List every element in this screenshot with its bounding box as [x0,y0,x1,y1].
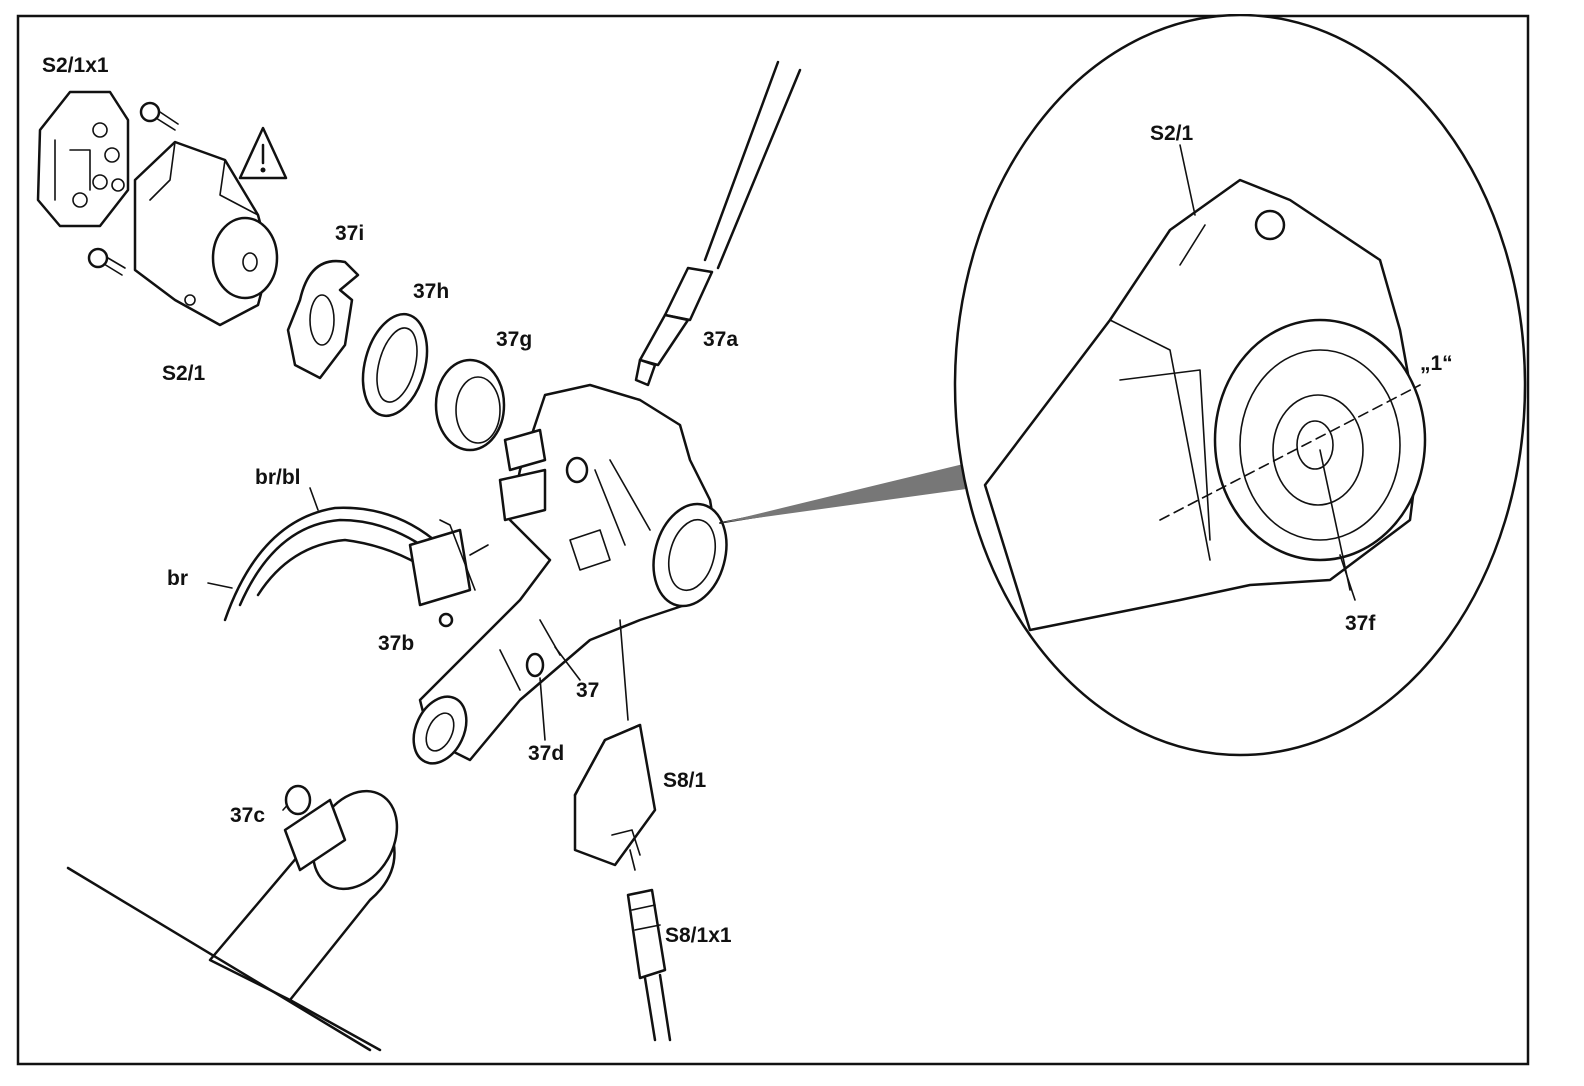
detail-view [953,14,1527,757]
wire-harness [223,506,442,622]
label-37a: 37a [703,328,738,351]
callout-wedge [720,460,988,523]
connector-s2-1x1 [36,90,130,228]
label-37h: 37h [413,280,449,303]
label-wire-br-bl: br/bl [255,466,301,489]
label-37c: 37c [230,804,265,827]
label-detail-mark-1: „1“ [1420,352,1453,375]
hose-outline-right [288,998,382,1052]
switch-s8-1 [573,723,657,867]
warning-triangle-icon [238,126,288,180]
screw-top [139,101,179,131]
label-detail-37f: 37f [1345,612,1376,635]
part-37g [434,358,506,452]
leader-lines [207,487,636,871]
screw-bottom [87,247,126,276]
label-s2-1: S2/1 [162,362,206,385]
label-s8-1x1: S8/1x1 [665,924,732,947]
connector-s8-1x1 [626,888,672,1042]
part-37b [408,519,489,628]
part-37i [286,259,360,380]
housing-37 [412,383,728,765]
hose-outline-left [66,866,372,1052]
label-s2-1x1: S2/1x1 [42,54,109,77]
part-37a [634,60,802,387]
label-s8-1: S8/1 [663,769,707,792]
label-wire-br: br [167,567,188,590]
label-37g: 37g [496,328,532,351]
label-37b: 37b [378,632,414,655]
label-37: 37 [576,679,599,702]
diagram-frame: S2/1x1 S2/1 37i 37h 37g 37a br/bl br 37b… [14,14,1570,1074]
exploded-parts-diagram: S2/1x1 S2/1 37i 37h 37g 37a br/bl br 37b… [16,14,1530,1066]
part-37h [361,312,429,418]
label-detail-s2-1: S2/1 [1150,122,1194,145]
diagram-border [16,14,1530,1066]
label-37i: 37i [335,222,364,245]
switch-s2-1 [133,140,279,327]
label-37d: 37d [528,742,564,765]
part-37c [208,784,399,1002]
